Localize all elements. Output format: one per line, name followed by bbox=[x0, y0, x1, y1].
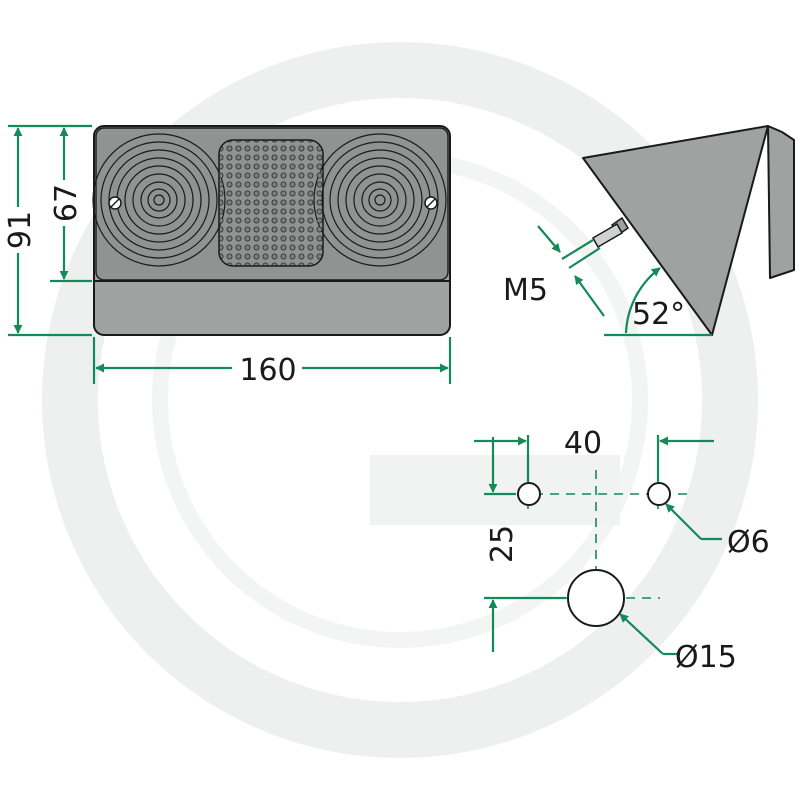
total-height-label: 91 bbox=[3, 211, 38, 249]
angle-label: 52° bbox=[632, 297, 685, 332]
dimension-total-height: 91 bbox=[3, 124, 92, 337]
thread-label: M5 bbox=[503, 273, 548, 308]
hole-offset-label: 25 bbox=[485, 525, 520, 563]
width-label: 160 bbox=[239, 353, 296, 388]
large-hole-diameter-label: Ø15 bbox=[675, 640, 737, 675]
lamp-front-view bbox=[92, 125, 451, 336]
hole-spacing-label: 40 bbox=[564, 426, 602, 461]
lens-height-label: 67 bbox=[49, 184, 84, 222]
small-hole-diameter-label: Ø6 bbox=[727, 525, 770, 560]
center-dotted-panel bbox=[218, 139, 324, 267]
dimension-lens-height: 67 bbox=[49, 127, 92, 283]
large-hole bbox=[567, 569, 625, 627]
right-screw-icon bbox=[424, 196, 438, 210]
small-hole-right bbox=[647, 482, 671, 506]
small-hole-left bbox=[517, 482, 541, 506]
hole-pattern: 40 25 Ø6 Ø15 bbox=[474, 426, 770, 675]
dimension-thread: M5 bbox=[503, 225, 605, 317]
lamp-side-view bbox=[582, 125, 795, 336]
dimension-width: 160 bbox=[92, 337, 452, 388]
mounting-bolt bbox=[591, 216, 630, 249]
left-screw-icon bbox=[108, 196, 122, 210]
dimension-angle: 52° bbox=[604, 267, 712, 337]
